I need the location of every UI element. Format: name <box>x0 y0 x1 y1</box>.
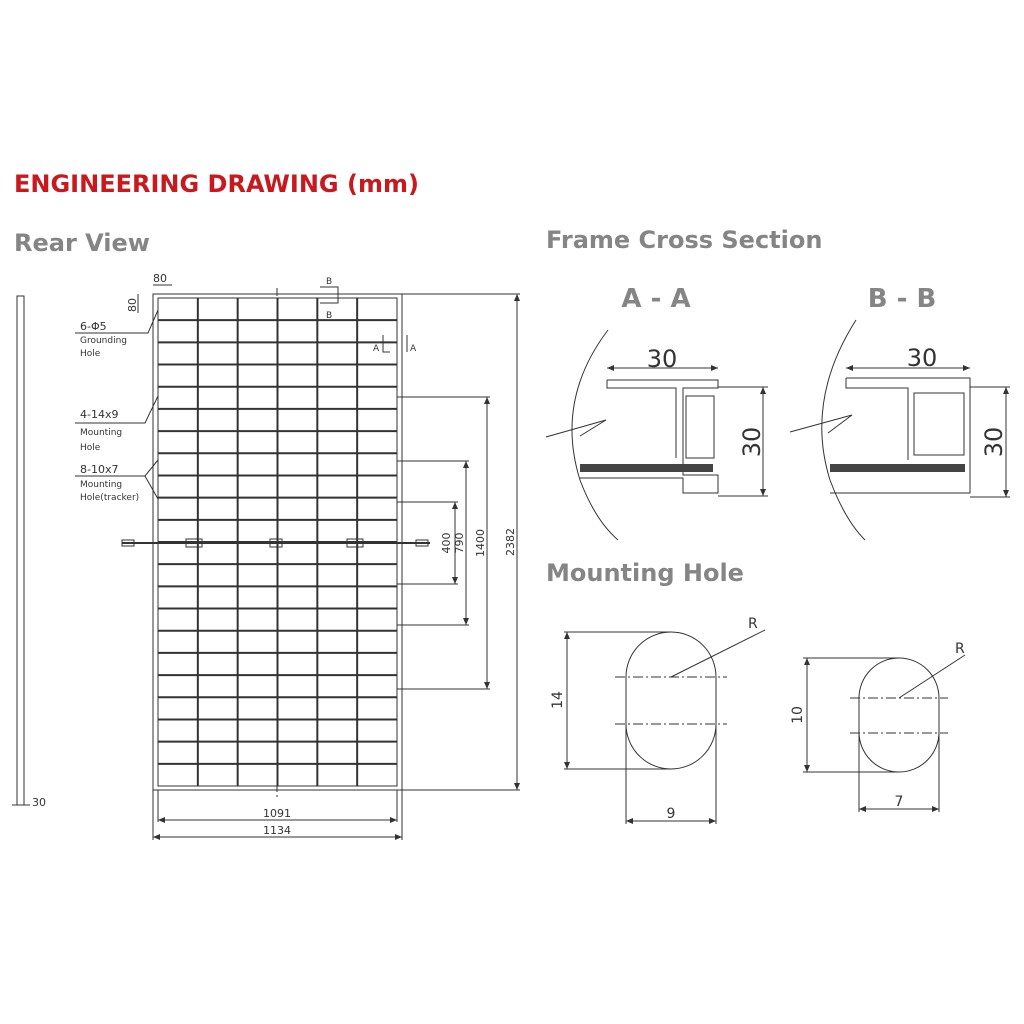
svg-text:30: 30 <box>907 344 938 372</box>
svg-text:1091: 1091 <box>263 807 291 820</box>
svg-text:80: 80 <box>126 298 139 312</box>
svg-text:30: 30 <box>32 796 46 809</box>
svg-text:1400: 1400 <box>474 529 487 557</box>
svg-text:Mounting: Mounting <box>80 480 122 490</box>
svg-text:Hole: Hole <box>80 349 101 359</box>
svg-text:80: 80 <box>153 272 167 285</box>
svg-text:Mounting: Mounting <box>80 428 122 438</box>
svg-text:1134: 1134 <box>263 824 291 837</box>
corner-dimension: 80 80 <box>126 272 172 313</box>
svg-text:30: 30 <box>738 427 766 458</box>
svg-text:14: 14 <box>550 691 566 709</box>
svg-text:Hole: Hole <box>80 443 101 453</box>
svg-text:6-Φ5: 6-Φ5 <box>80 320 107 333</box>
svg-text:B: B <box>326 311 332 321</box>
svg-text:30: 30 <box>647 345 678 373</box>
svg-text:Grounding: Grounding <box>80 336 127 346</box>
svg-text:A: A <box>373 344 380 354</box>
mounting-hole-10x7: R 10 7 <box>790 641 966 812</box>
mounting-hole-heading: Mounting Hole <box>546 559 744 587</box>
svg-text:Hole(tracker): Hole(tracker) <box>80 493 139 503</box>
side-view: 30 <box>12 295 46 809</box>
dimension-lines: 1091 1134 2382 1400 790 400 <box>152 293 520 840</box>
svg-text:R: R <box>748 616 758 632</box>
rear-view-heading: Rear View <box>14 229 150 257</box>
svg-text:8-10x7: 8-10x7 <box>80 463 118 476</box>
svg-text:400: 400 <box>440 533 453 554</box>
svg-text:4-14x9: 4-14x9 <box>80 408 118 421</box>
svg-text:A: A <box>410 344 417 354</box>
junction-box-cable <box>121 538 430 548</box>
mounting-hole-14x9: R 14 9 <box>550 616 766 824</box>
cross-section-b-b: B - B 30 30 <box>789 284 1010 541</box>
frame-cross-section-heading: Frame Cross Section <box>546 226 823 254</box>
annotation-mounting-hole: 4-14x9 Mounting Hole <box>75 395 159 453</box>
cross-section-a-a: A - A 30 30 <box>545 284 768 541</box>
svg-text:30: 30 <box>980 427 1008 458</box>
svg-text:7: 7 <box>895 794 904 810</box>
svg-text:B - B: B - B <box>868 284 937 314</box>
svg-text:B: B <box>326 277 332 287</box>
svg-text:2382: 2382 <box>504 528 517 556</box>
annotation-tracker-hole: 8-10x7 Mounting Hole(tracker) <box>75 459 159 503</box>
page-title: ENGINEERING DRAWING (mm) <box>14 170 419 198</box>
svg-text:9: 9 <box>667 806 676 822</box>
svg-text:R: R <box>955 641 965 657</box>
svg-text:10: 10 <box>790 706 806 724</box>
svg-text:A - A: A - A <box>621 284 690 314</box>
section-markers: B B A A <box>320 277 417 354</box>
annotation-grounding-hole: 6-Φ5 Grounding Hole <box>75 309 159 359</box>
